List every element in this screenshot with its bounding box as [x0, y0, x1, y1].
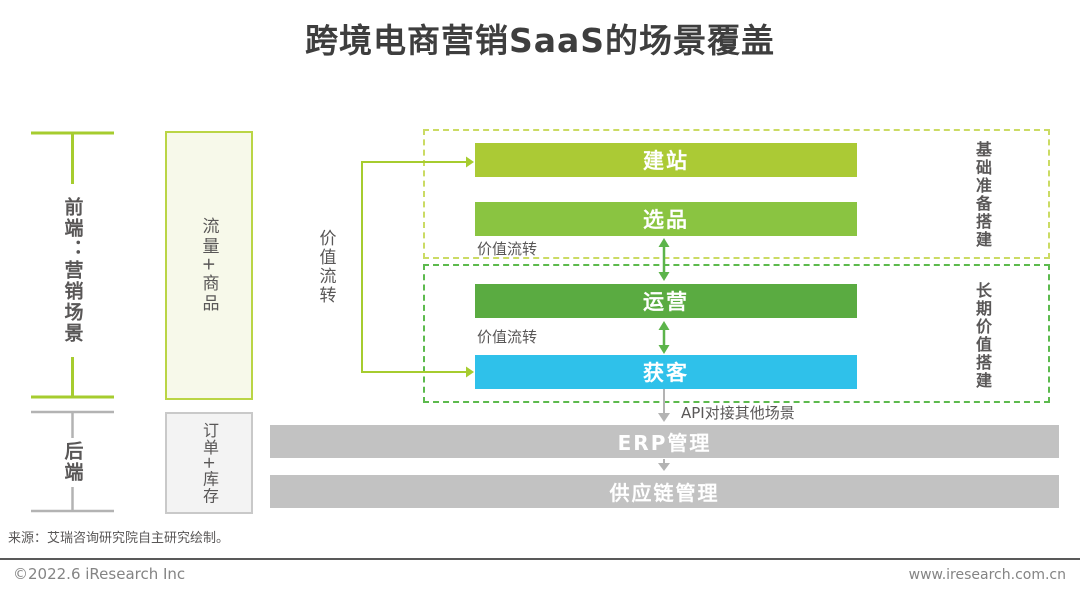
bar-operations: 运营	[475, 284, 857, 318]
page-title: 跨境电商营销SaaS的场景覆盖	[304, 21, 776, 60]
stage-label-longterm: 长期价值搭建	[973, 282, 992, 390]
stage-label-foundation: 基础准备搭建	[973, 141, 992, 249]
value-flow-vertical-label: 价值流转	[315, 229, 336, 305]
order-inventory-box: 订单+库存	[165, 412, 253, 514]
front-end-bracket-label: 前端：营销场景	[61, 196, 84, 344]
website-url: www.iresearch.com.cn	[908, 567, 1066, 583]
back-end-bracket-label: 后端	[61, 441, 84, 483]
bar-site-building: 建站	[475, 143, 857, 177]
bar-product-selection: 选品	[475, 202, 857, 236]
value-flow-label-bottom: 价值流转	[477, 328, 538, 346]
value-flow-label-top: 价值流转	[477, 240, 538, 258]
api-link-label: API对接其他场景	[681, 404, 795, 422]
footer-divider	[0, 558, 1080, 560]
copyright-text: ©2022.6 iResearch Inc	[13, 565, 186, 583]
bar-supply-chain-management: 供应链管理	[270, 475, 1059, 508]
source-note: 来源：艾瑞咨询研究院自主研究绘制。	[8, 531, 230, 546]
traffic-product-box: 流量+商品	[165, 131, 253, 400]
bar-erp-management: ERP管理	[270, 425, 1059, 458]
erp-down-arrow	[658, 459, 670, 471]
bar-customer-acquisition: 获客	[475, 355, 857, 389]
